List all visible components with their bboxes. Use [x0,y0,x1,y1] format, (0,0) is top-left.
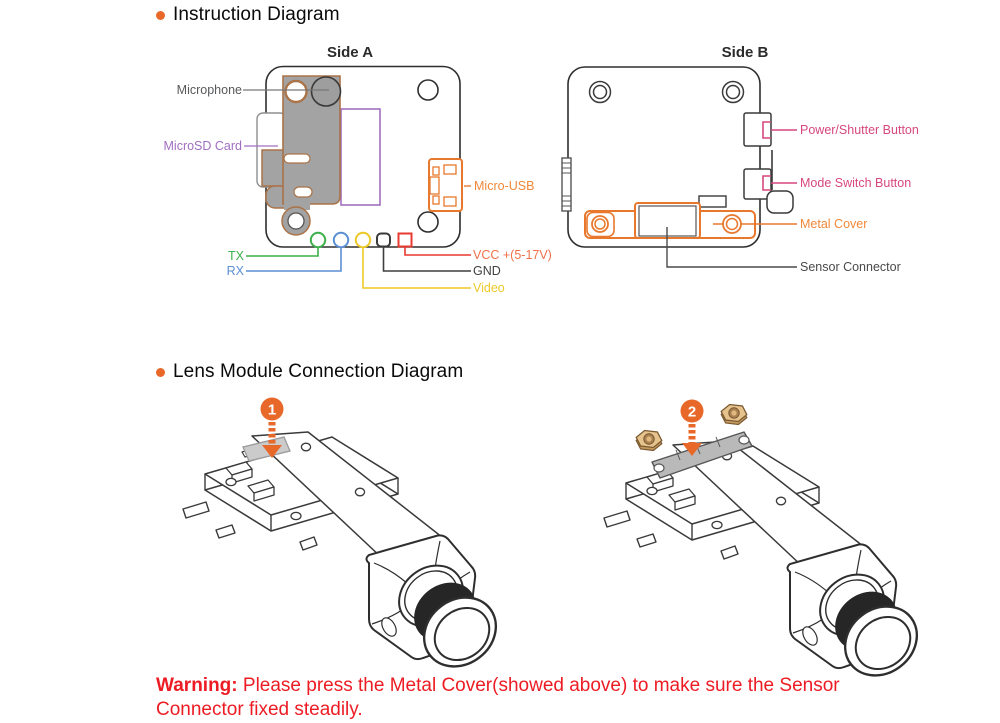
section-title: Instruction Diagram [173,4,340,25]
microphone-shape [310,76,342,107]
mounting-hole [417,79,439,101]
microphone-label: Microphone [177,83,242,97]
section-title: Lens Module Connection Diagram [173,361,464,382]
warning-text: Warning: Please press the Metal Cover(sh… [156,675,840,720]
lens-step-1: 1 [181,397,511,682]
warning-label: Warning: [156,675,238,696]
micro-usb-connector [428,158,463,212]
side-a-title: Side A [327,44,373,61]
leader-line [666,227,797,268]
bullet-icon [156,11,165,20]
leader-line [246,247,319,257]
button-bracket [762,121,771,139]
side-b-diagram: Side B [561,44,919,274]
rx-pad [332,231,350,249]
microsd-slot [340,108,381,206]
video-pad [354,231,372,249]
section-lens-heading: Lens Module Connection Diagram [156,361,463,383]
microsd-label: MicroSD Card [164,139,243,153]
section-instruction-heading: Instruction Diagram [156,4,340,26]
metal-cover-shape [584,202,797,239]
gnd-label: GND [473,264,501,278]
arrow-head [262,445,282,458]
component [698,195,727,208]
tx-label: TX [228,249,245,263]
leader-line [246,247,342,272]
step-number: 2 [688,404,696,421]
tx-pad [309,231,327,249]
video-label: Video [473,281,505,295]
metal-cover-label: Metal Cover [800,217,867,231]
mic-shield [261,75,341,236]
button-bracket [762,175,771,191]
sensor-connector-label: Sensor Connector [800,260,901,274]
leader-line [362,247,471,289]
step-number: 1 [268,402,276,419]
edge-connector [561,157,572,212]
leader-line [404,246,471,256]
mounting-hole [417,211,439,233]
vcc-pad [397,232,413,248]
side-b-title: Side B [722,44,769,61]
side-a-diagram: Side A [164,44,552,295]
leader-line [382,246,471,272]
rx-label: RX [227,264,245,278]
power-shutter-label: Power/Shutter Button [800,123,919,137]
power-shutter-button-shape [743,112,772,147]
vcc-label: VCC +(5-17V) [473,248,552,262]
lens-step-2: 2 [602,399,932,691]
step-badge [680,399,704,423]
hole [284,79,308,104]
micro-usb-label: Micro-USB [474,179,534,193]
step-badge [260,397,284,421]
mode-switch-label: Mode Switch Button [800,176,911,190]
bullet-icon [156,368,165,377]
side-tab [766,190,794,214]
gnd-pad [376,232,391,248]
arrow-head [682,443,702,456]
mode-switch-button-shape [743,168,772,200]
